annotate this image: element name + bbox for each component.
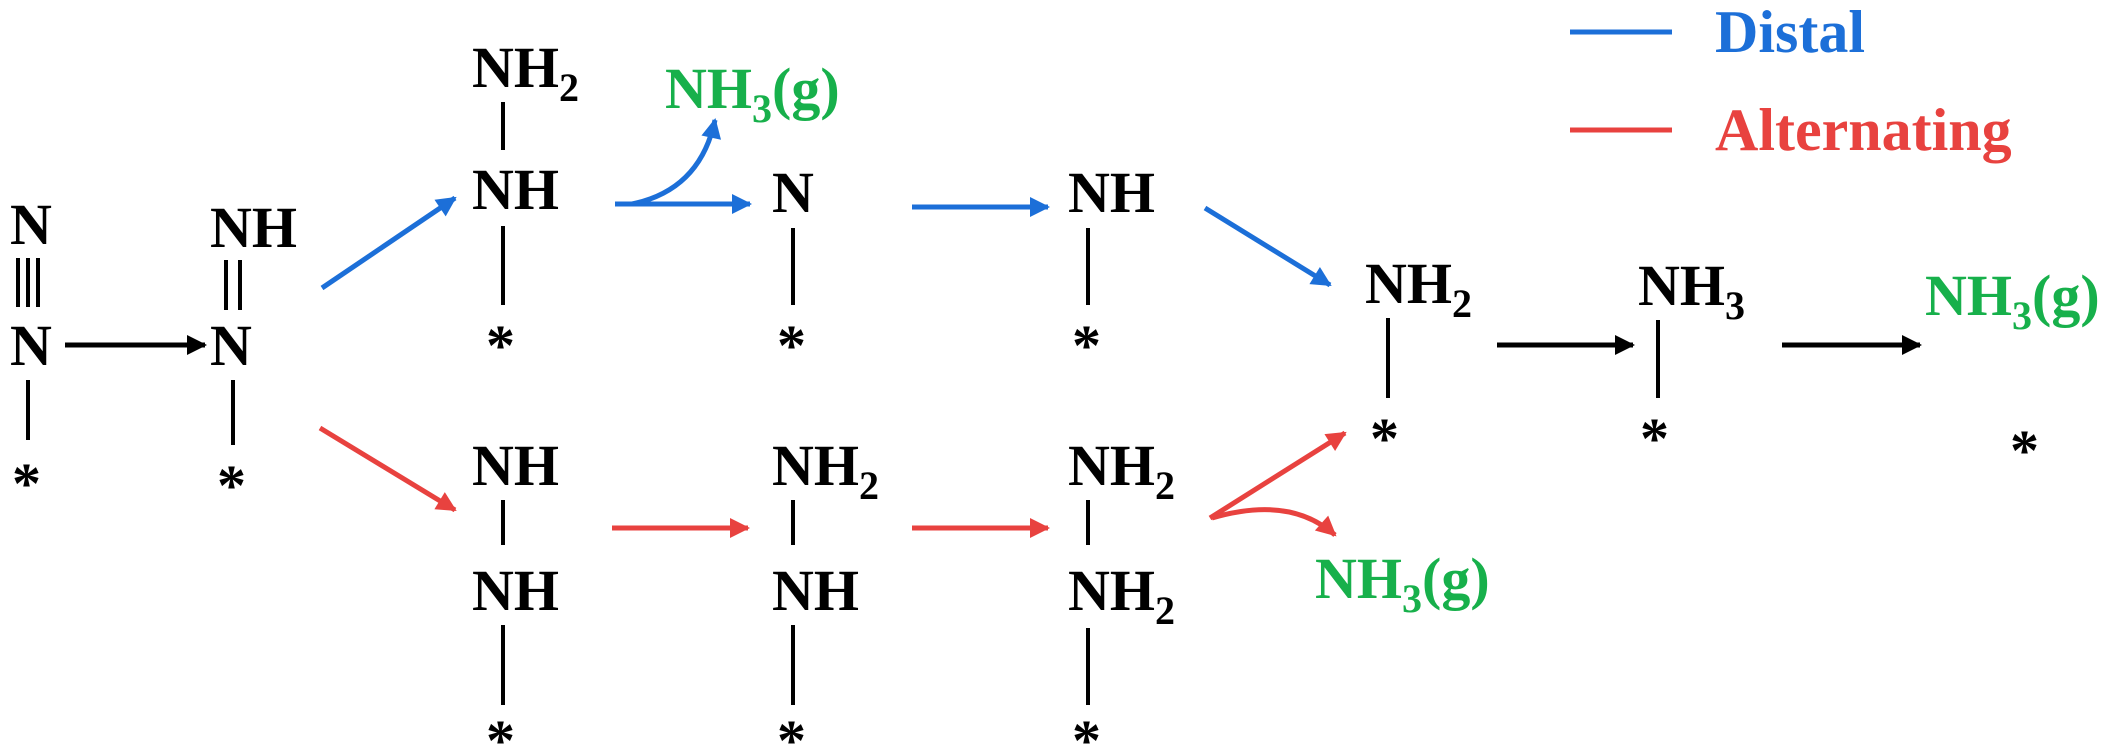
legend-alternating-label: Alternating bbox=[1715, 97, 2012, 163]
alternating-gas-release-arrow bbox=[1211, 507, 1337, 537]
intermediate-alt-nhnh: NH NH * bbox=[472, 433, 559, 754]
intermediate-distal-nh: NH * bbox=[1068, 160, 1155, 378]
intermediate-nh2: NH2 * bbox=[1365, 251, 1472, 471]
surface-site-star: * bbox=[777, 313, 806, 378]
alternating-arrow bbox=[1208, 430, 1347, 521]
atom-nh-top: NH bbox=[472, 433, 559, 498]
legend: Distal Alternating bbox=[1570, 0, 2012, 163]
atom-nh-bottom: NH bbox=[472, 558, 559, 623]
ammonia-gas-product: NH3(g) bbox=[1925, 263, 2100, 338]
intermediate-alt-nh2nh: NH2 NH * bbox=[772, 433, 879, 754]
distal-arrow bbox=[1203, 205, 1332, 288]
atom-nh2: NH2 bbox=[472, 35, 579, 110]
surface-site-star: * bbox=[1370, 406, 1399, 471]
atom-nh2: NH2 bbox=[772, 433, 879, 508]
intermediate-n2-adsorbed: N N * bbox=[10, 192, 52, 516]
surface-site-star: * bbox=[1072, 708, 1101, 754]
atom-nh2: NH2 bbox=[1365, 251, 1472, 326]
distal-gas-release-arrow bbox=[631, 118, 721, 207]
atom-n-top: N bbox=[10, 192, 52, 257]
atom-n: N bbox=[772, 160, 814, 225]
atom-n: N bbox=[210, 313, 252, 378]
final-state: NH3(g) * bbox=[1925, 263, 2100, 483]
surface-site-star: * bbox=[1640, 406, 1669, 471]
intermediate-distal-n: N * bbox=[772, 160, 814, 378]
surface-site-star: * bbox=[486, 313, 515, 378]
atom-n-bottom: N bbox=[10, 313, 52, 378]
surface-site-star: * bbox=[217, 453, 246, 518]
legend-distal-label: Distal bbox=[1715, 0, 1865, 65]
intermediate-nnh: NH N * bbox=[210, 195, 297, 518]
surface-site-star: * bbox=[1072, 313, 1101, 378]
alternating-arrow bbox=[318, 425, 457, 513]
atom-nh2-bottom: NH2 bbox=[1068, 558, 1175, 633]
atom-nh: NH bbox=[772, 558, 859, 623]
intermediate-alt-nh2nh2: NH2 NH2 * bbox=[1068, 433, 1175, 754]
atom-nh: NH bbox=[1068, 160, 1155, 225]
atom-nh: NH bbox=[210, 195, 297, 260]
atom-nh: NH bbox=[472, 157, 559, 222]
surface-site-star: * bbox=[2010, 418, 2039, 483]
intermediate-distal-nhnh2: NH2 NH * bbox=[472, 35, 579, 378]
surface-site-star: * bbox=[12, 451, 41, 516]
ammonia-gas-release-distal: NH3(g) bbox=[665, 56, 840, 131]
surface-site-star: * bbox=[486, 708, 515, 754]
ammonia-gas-release-alternating: NH3(g) bbox=[1315, 546, 1490, 621]
surface-site-star: * bbox=[777, 708, 806, 754]
distal-arrow bbox=[320, 195, 457, 291]
intermediate-nh3: NH3 * bbox=[1638, 253, 1745, 471]
atom-nh3: NH3 bbox=[1638, 253, 1745, 328]
atom-nh2-top: NH2 bbox=[1068, 433, 1175, 508]
